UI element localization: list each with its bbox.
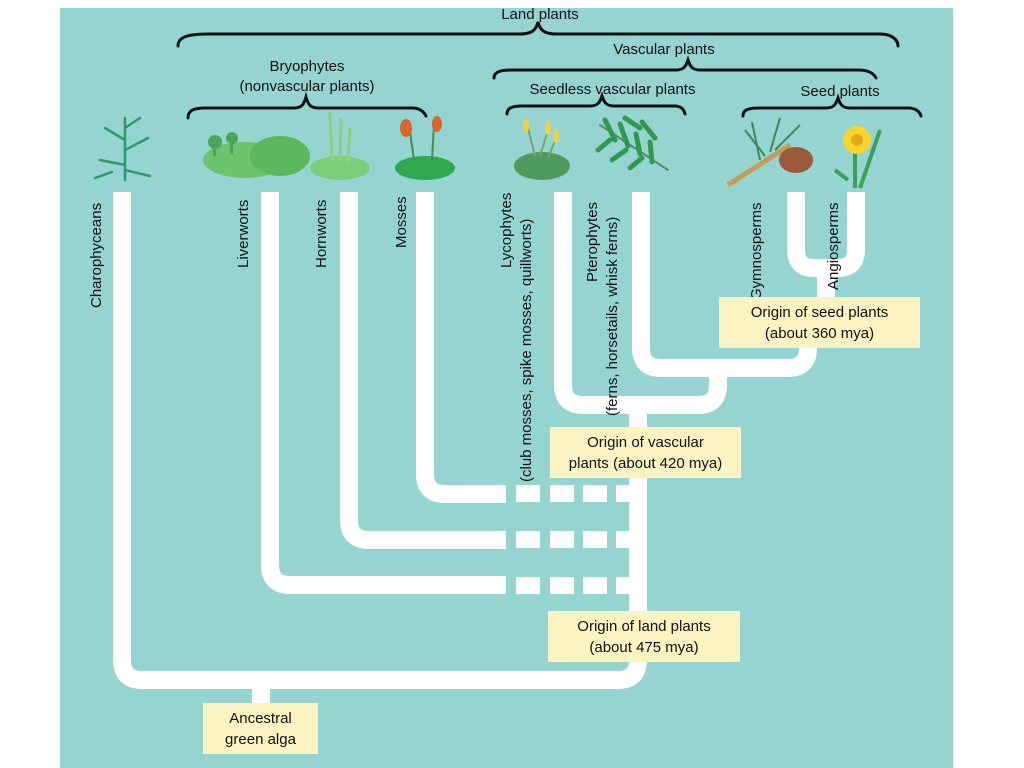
taxon-label-hornworts: Hornworts <box>313 199 330 268</box>
diagram-background <box>60 8 953 768</box>
hornwort-icon <box>310 111 370 180</box>
bracket-vascular-plants <box>492 55 878 80</box>
taxon-sublabel-lycophytes: (club mosses, spike mosses, quillworts) <box>518 218 535 482</box>
taxon-sublabel-pterophytes: (ferns, horsetails, whisk ferns) <box>604 216 621 416</box>
branch-lycophytes <box>554 192 727 414</box>
ancestral-green-alga-line2: green alga <box>225 730 296 748</box>
origin-land-plants-box: Origin of land plants (about 475 mya) <box>548 611 740 662</box>
origin-vascular-plants-box: Origin of vascular plants (about 420 mya… <box>550 427 741 478</box>
origin-seed-plants-box: Origin of seed plants (about 360 mya) <box>719 297 920 348</box>
taxon-label-lycophytes: Lycophytes <box>498 192 515 268</box>
taxon-label-gymnosperms: Gymnosperms <box>748 202 765 300</box>
ancestral-green-alga-line1: Ancestral <box>229 709 292 727</box>
label-bryophytes: Bryophytes (nonvascular plants) <box>212 57 402 97</box>
bracket-seed-plants <box>741 93 923 118</box>
label-vascular-plants: Vascular plants <box>613 41 715 58</box>
liverwort-icon <box>203 132 310 178</box>
origin-vascular-plants-line2: plants (about 420 mya) <box>568 454 723 472</box>
branch-hornworts <box>340 192 506 549</box>
taxon-label-liverworts: Liverworts <box>235 199 252 268</box>
branch-mosses <box>416 192 506 503</box>
fern-icon <box>595 115 669 171</box>
dashes-hornworts <box>516 531 640 548</box>
taxon-label-charophyceans: Charophyceans <box>88 202 105 308</box>
taxon-label-pterophytes: Pterophytes <box>584 201 601 282</box>
label-seed-plants: Seed plants <box>800 83 880 100</box>
branch-liverworts <box>261 192 506 594</box>
bracket-seedless-vascular <box>505 91 687 116</box>
label-bryophytes-line2: (nonvascular plants) <box>239 78 375 95</box>
moss-icon <box>395 116 455 180</box>
label-land-plants: Land plants <box>501 6 579 23</box>
charophycean-alga-icon <box>93 116 152 182</box>
origin-vascular-plants-line1: Origin of vascular <box>587 433 704 451</box>
origin-seed-plants-line1: Origin of seed plants <box>750 303 889 321</box>
label-seedless-vascular: Seedless vascular plants <box>529 81 696 98</box>
taxon-label-angiosperms: Angiosperms <box>825 202 842 290</box>
label-bryophytes-line1: Bryophytes <box>269 58 345 75</box>
bracket-bryophytes <box>186 91 428 120</box>
pine-cone-icon <box>726 117 813 188</box>
daffodil-icon <box>833 126 882 189</box>
lycophyte-icon <box>514 119 570 180</box>
origin-land-plants-line2: (about 475 mya) <box>589 638 699 656</box>
origin-seed-plants-line2: (about 360 mya) <box>764 324 875 342</box>
taxon-label-mosses: Mosses <box>393 196 410 248</box>
branch-pterophytes <box>632 192 817 377</box>
bracket-land-plants <box>176 21 900 48</box>
ancestral-green-alga-box: Ancestral green alga <box>203 703 318 754</box>
origin-land-plants-line1: Origin of land plants <box>577 617 711 635</box>
branch-charophyceans <box>113 192 647 689</box>
dashes-liverworts <box>516 577 640 594</box>
dashes-mosses <box>516 485 640 502</box>
